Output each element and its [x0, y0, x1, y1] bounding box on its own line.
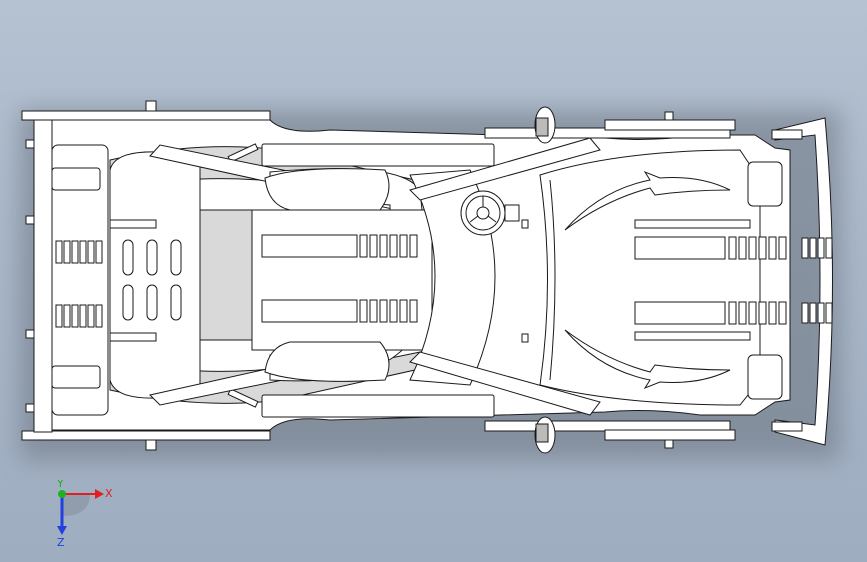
- seat-back: [251, 209, 433, 351]
- front-pin-top: [521, 219, 529, 229]
- front-wheel-hub-bottom: [535, 423, 549, 443]
- rear-seat-notch-top: [51, 167, 101, 191]
- rear-pin-4: [25, 403, 35, 413]
- front-bumper-bar-top: [771, 129, 803, 140]
- hood-bar-bottom: [634, 331, 751, 341]
- hood-vents-top: [728, 236, 787, 260]
- hood-bar-top: [634, 219, 751, 229]
- rear-tab-bottom: [145, 439, 157, 451]
- axle-tab-bottom: [664, 439, 674, 449]
- headlight-top: [747, 161, 783, 207]
- x-axis-arrow: [95, 489, 104, 499]
- rear-plate-bottom: [21, 430, 271, 441]
- rear-seat-bar-bottom: [109, 332, 157, 342]
- front-strut-top: [409, 137, 601, 201]
- rear-vents-top: [55, 240, 103, 264]
- front-axle-plate-top: [604, 119, 736, 131]
- x-axis-label: X: [105, 487, 113, 500]
- hood-vents-bottom: [728, 301, 787, 325]
- seat-long-slot-bottom: [261, 299, 358, 323]
- hood-long-slot-bottom: [634, 301, 726, 325]
- rear-seat-slots: [122, 239, 182, 321]
- seat-headrest-bottom: [264, 341, 390, 382]
- rear-edge: [33, 119, 53, 433]
- seat-long-slot-top: [261, 234, 358, 258]
- hood-flame-bottom: [564, 329, 731, 390]
- rear-pin-2: [25, 215, 35, 225]
- z-axis-arrow: [57, 526, 67, 535]
- side-rail-top: [261, 143, 495, 167]
- car-model-top-view[interactable]: [21, 100, 833, 454]
- side-stripe-bottom: [227, 388, 259, 408]
- rear-seat-notch-bottom: [51, 365, 101, 389]
- front-pin-bottom: [521, 333, 529, 343]
- grille-vents-bottom: [801, 302, 833, 324]
- axis-triad: X Y Z: [56, 480, 113, 549]
- rear-seat-bar-top: [109, 219, 157, 229]
- grille-vents-top: [801, 237, 833, 259]
- side-rail-bottom: [261, 394, 495, 418]
- headlight-bottom: [747, 354, 783, 400]
- front-axle-plate-bottom: [604, 429, 736, 441]
- rear-pin-3: [25, 329, 35, 339]
- seat-headrest-top: [264, 168, 390, 211]
- cockpit-floor: [199, 209, 261, 341]
- rear-seat-shell: [109, 151, 201, 399]
- seat-vents-top: [359, 234, 418, 258]
- seat-vents-bottom: [359, 299, 418, 323]
- axle-tab-top: [664, 111, 674, 121]
- front-strut-bottom: [409, 351, 601, 416]
- hood-crease: [549, 179, 556, 381]
- hood-flame-top: [564, 170, 731, 231]
- rear-pin-1: [25, 139, 35, 149]
- rear-tab-top: [145, 100, 157, 112]
- hood-long-slot-top: [634, 236, 726, 260]
- y-axis-dot: [58, 490, 66, 498]
- hood: [539, 149, 761, 406]
- z-axis-label: Z: [57, 536, 65, 549]
- rear-plate-top: [21, 110, 271, 121]
- steering-wheel[interactable]: [460, 190, 520, 236]
- rear-vents-bottom: [55, 304, 103, 328]
- triad-plane: [62, 494, 90, 516]
- front-bumper-bar-bottom: [771, 421, 803, 432]
- rear-seat-frame: [51, 144, 109, 416]
- y-axis-label: Y: [56, 480, 64, 490]
- front-wheel-hub-top: [535, 117, 549, 137]
